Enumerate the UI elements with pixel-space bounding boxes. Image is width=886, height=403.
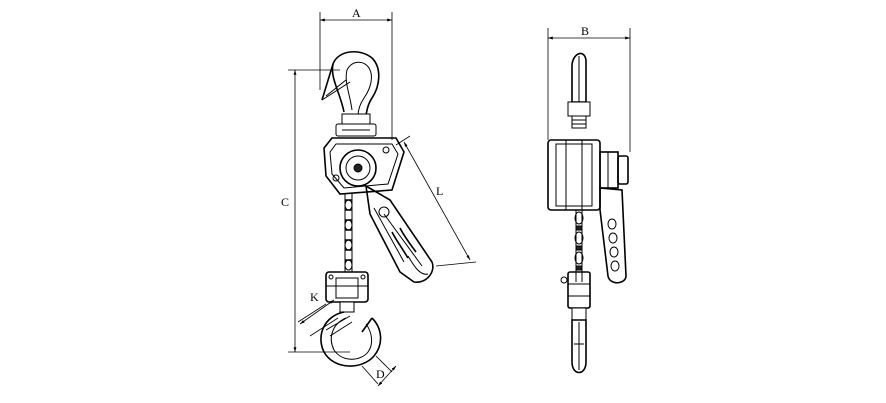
side-chain xyxy=(574,210,584,282)
lever-handle xyxy=(364,184,434,283)
side-view: B xyxy=(547,24,631,374)
side-top-hook xyxy=(567,52,591,129)
side-lever xyxy=(599,187,627,284)
label-b: B xyxy=(581,24,589,38)
top-hook xyxy=(321,51,380,137)
label-l: L xyxy=(436,184,443,198)
label-d: D xyxy=(376,367,385,381)
side-housing xyxy=(547,139,629,211)
dimension-l: L xyxy=(395,135,477,267)
bottom-hook xyxy=(320,311,382,367)
label-c: C xyxy=(281,195,289,209)
front-view: A C xyxy=(281,6,477,387)
dimension-k: K xyxy=(297,290,339,337)
hoist-body xyxy=(323,137,405,195)
label-a: A xyxy=(352,6,361,20)
load-chain xyxy=(344,194,353,272)
dimension-a: A xyxy=(319,6,393,140)
label-k: K xyxy=(310,290,319,304)
side-bottom-hook xyxy=(571,319,587,374)
bottom-block xyxy=(325,271,369,313)
dimension-d: D xyxy=(361,355,397,387)
dimension-b: B xyxy=(547,24,631,152)
side-bottom-block xyxy=(560,271,591,321)
